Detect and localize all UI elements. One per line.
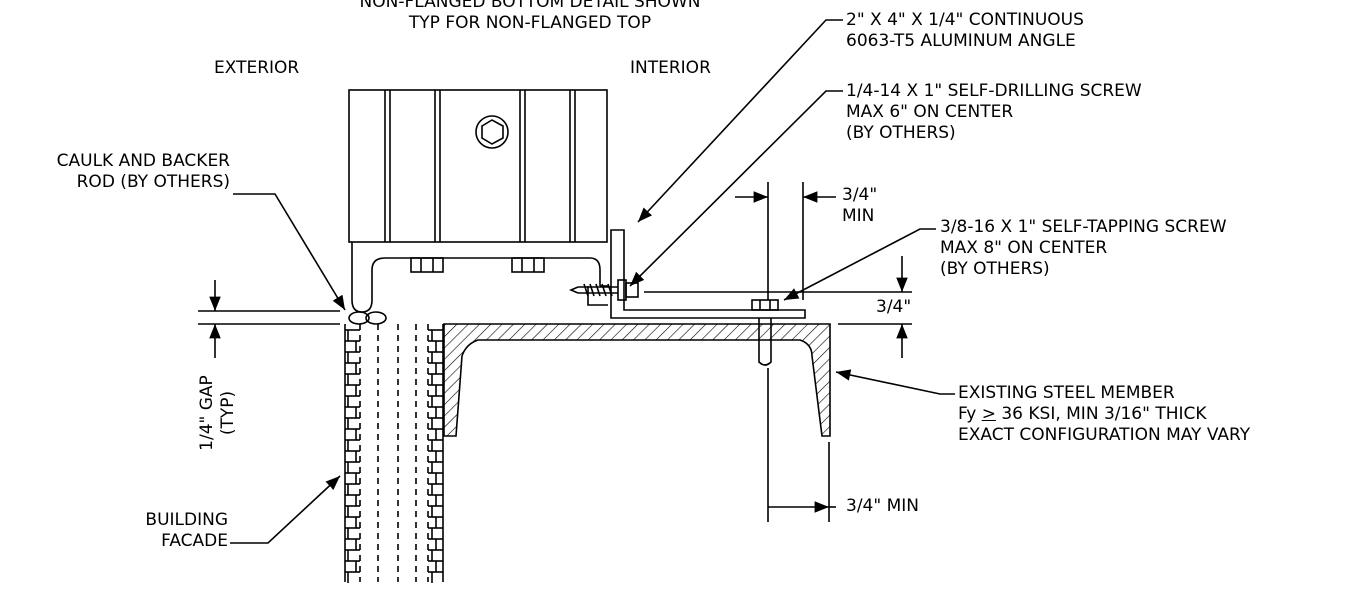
caulk-backer-rod: [348, 311, 387, 325]
self-tapping-screw: [751, 299, 779, 366]
dim-gap-label: 1/4" GAP (TYP): [197, 353, 243, 473]
steel-line-1: EXISTING STEEL MEMBER: [958, 383, 1175, 403]
aluminum-extrusion: [348, 89, 608, 313]
steel-line-2: Fy > 36 KSI, MIN 3/16" THICK: [958, 404, 1250, 425]
detail-title: NON-FLANGED BOTTOM DETAIL SHOWN TYP FOR …: [300, 0, 760, 34]
title-line-2: TYP FOR NON-FLANGED TOP: [408, 13, 652, 33]
dim-bottom-edge-label: 3/4" MIN: [846, 496, 919, 516]
exterior-label: EXTERIOR: [214, 58, 300, 78]
tap-screw-line-3: (BY OTHERS): [940, 259, 1050, 279]
title-line-1: NON-FLANGED BOTTOM DETAIL SHOWN: [359, 0, 701, 12]
steel-member: [443, 323, 831, 437]
tap-screw-callout: 3/8-16 X 1" SELF-TAPPING SCREW MAX 8" ON…: [940, 217, 1227, 280]
angle-callout-line-2: 6063-T5 ALUMINUM ANGLE: [846, 31, 1076, 51]
facade-line-1: BUILDING: [145, 510, 228, 530]
dim-top-edge-label: 3/4" MIN: [842, 185, 877, 227]
drill-screw-callout: 1/4-14 X 1" SELF-DRILLING SCREW MAX 6" O…: [846, 81, 1142, 144]
drill-screw-line-2: MAX 6" ON CENTER: [846, 102, 1014, 122]
facade-callout: BUILDING FACADE: [70, 510, 228, 552]
dim-top-edge-line-2: MIN: [842, 206, 875, 226]
angle-callout: 2" X 4" X 1/4" CONTINUOUS 6063-T5 ALUMIN…: [846, 10, 1084, 52]
dim-gap-line-2: (TYP): [218, 390, 238, 436]
steel-member-callout: EXISTING STEEL MEMBER Fy > 36 KSI, MIN 3…: [958, 383, 1250, 446]
building-facade: [344, 324, 444, 583]
dim-top-edge-line-1: 3/4": [842, 185, 878, 205]
caulk-callout: CAULK AND BACKER ROD (BY OTHERS): [20, 151, 230, 193]
dimension-lines: [198, 182, 912, 522]
steel-line-3: EXACT CONFIGURATION MAY VARY: [958, 425, 1251, 445]
tap-screw-line-1: 3/8-16 X 1" SELF-TAPPING SCREW: [940, 217, 1227, 237]
dim-gap-line-1: 1/4" GAP: [197, 375, 217, 451]
tap-screw-line-2: MAX 8" ON CENTER: [940, 238, 1108, 258]
drill-screw-line-1: 1/4-14 X 1" SELF-DRILLING SCREW: [846, 81, 1142, 101]
aluminum-angle: [610, 229, 806, 319]
angle-callout-line-1: 2" X 4" X 1/4" CONTINUOUS: [846, 10, 1084, 30]
greater-equal-symbol: >: [981, 404, 996, 424]
facade-line-2: FACADE: [161, 531, 228, 551]
steel-line-2-pre: Fy: [958, 404, 982, 424]
leader-lines: [230, 19, 955, 544]
dim-vertical-label: 3/4": [876, 297, 912, 317]
steel-line-2-post: 36 KSI, MIN 3/16" THICK: [995, 404, 1207, 424]
caulk-line-2: ROD (BY OTHERS): [76, 172, 230, 192]
interior-label: INTERIOR: [630, 58, 711, 78]
drill-screw-line-3: (BY OTHERS): [846, 123, 956, 143]
self-drilling-screw: [568, 279, 639, 301]
caulk-line-1: CAULK AND BACKER: [56, 151, 230, 171]
